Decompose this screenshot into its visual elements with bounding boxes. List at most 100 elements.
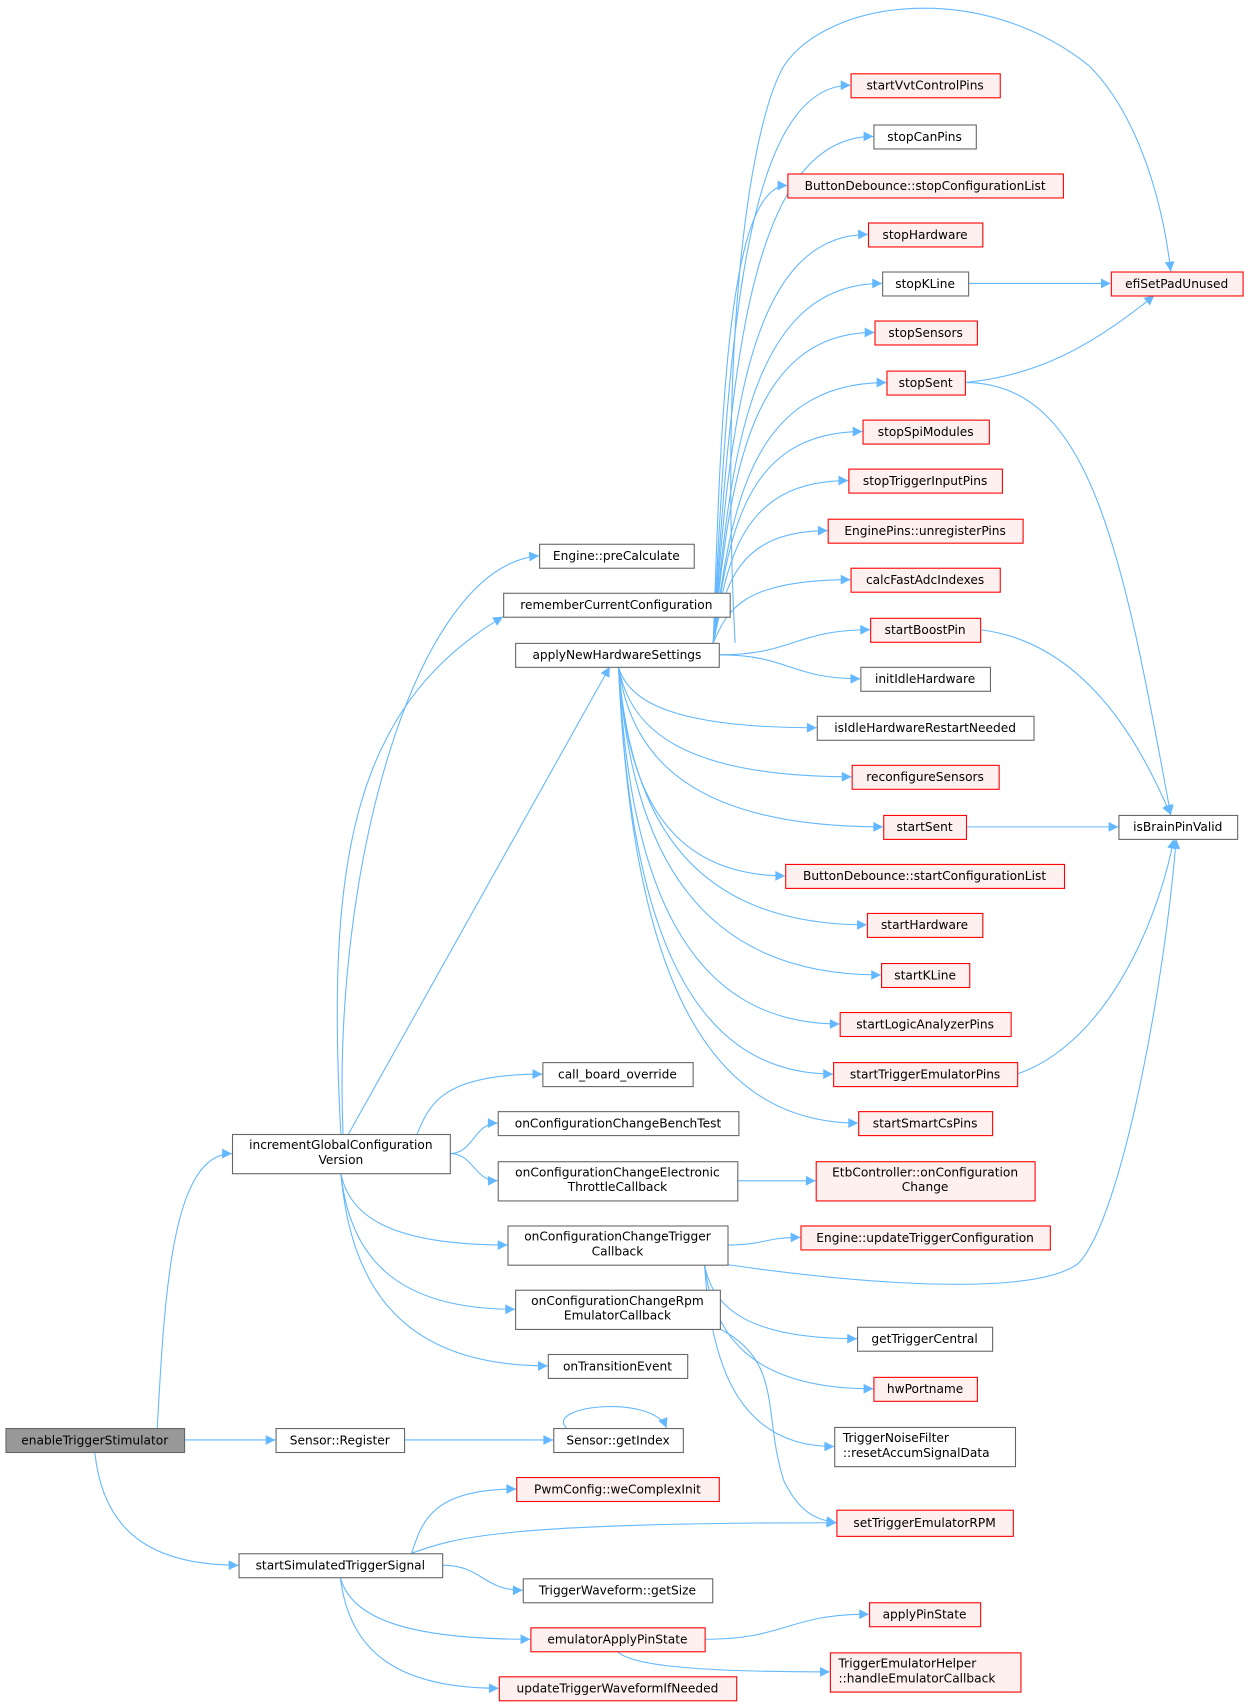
node-box: [860, 666, 991, 692]
node-engine-update-trigger-configuration[interactable]: Engine::updateTriggerConfiguration: [800, 1225, 1051, 1251]
node-enable-trigger-stimulator[interactable]: enableTriggerStimulator: [5, 1427, 186, 1454]
node-start-hardware[interactable]: startHardware: [866, 912, 984, 938]
node-apply-new-hardware-settings[interactable]: applyNewHardwareSettings: [515, 642, 720, 668]
node-label: EmulatorCallback: [564, 1309, 672, 1323]
node-start-vvt-control-pins[interactable]: startVvtControlPins: [850, 73, 1001, 99]
edge-startBoost-to-isBrain: [980, 629, 1172, 816]
node-start-sent[interactable]: startSent: [883, 814, 968, 840]
node-hw-portname[interactable]: hwPortname: [873, 1376, 978, 1402]
node-box: [516, 1477, 720, 1503]
node-efi-set-pad-unused[interactable]: efiSetPadUnused: [1110, 271, 1244, 297]
node-calc-fast-adc-indexes[interactable]: calcFastAdcIndexes: [850, 567, 1001, 593]
edge-applyNew-to-stopSensors: [712, 327, 875, 643]
node-start-simulated-trigger-signal[interactable]: startSimulatedTriggerSignal: [238, 1553, 444, 1579]
node-on-configuration-change-electronic-throttle-callback[interactable]: onConfigurationChangeElectronicThrottleC…: [497, 1161, 739, 1202]
node-trigger-noise-filter-reset-accum-signal-data[interactable]: TriggerNoiseFilter::resetAccumSignalData: [834, 1426, 1017, 1468]
node-stop-spi-modules[interactable]: stopSpiModules: [862, 419, 990, 445]
node-sensor-register[interactable]: Sensor::Register: [275, 1427, 406, 1454]
node-label: startVvtControlPins: [866, 79, 983, 93]
node-stop-hardware[interactable]: stopHardware: [867, 222, 984, 248]
node-start-logic-analyzer-pins[interactable]: startLogicAnalyzerPins: [839, 1011, 1012, 1038]
edge-increment-to-etc: [449, 1153, 498, 1186]
node-stop-kline[interactable]: stopKLine: [882, 271, 970, 297]
node-on-transition-event[interactable]: onTransitionEvent: [547, 1353, 689, 1379]
edge-increment-to-bench: [449, 1118, 498, 1155]
edge-trig-to-updTrigCfg: [727, 1232, 801, 1246]
node-start-boost-pin[interactable]: startBoostPin: [870, 617, 982, 643]
edge-startSim-to-updWave: [339, 1577, 499, 1694]
node-update-trigger-waveform-if-needed[interactable]: updateTriggerWaveformIfNeeded: [498, 1676, 738, 1702]
node-box: [787, 173, 1064, 199]
node-get-trigger-central[interactable]: getTriggerCentral: [857, 1326, 994, 1352]
node-stop-sensors[interactable]: stopSensors: [874, 320, 978, 346]
node-label: onConfigurationChangeRpm: [531, 1294, 704, 1308]
node-engine-pre-calculate[interactable]: Engine::preCalculate: [539, 543, 695, 569]
node-emulator-apply-pin-state[interactable]: emulatorApplyPinState: [530, 1627, 706, 1653]
node-box: [873, 124, 977, 150]
edge-increment-to-rpm: [340, 1173, 516, 1315]
node-etb-controller-on-configuration-change[interactable]: EtbController::onConfigurationChange: [815, 1161, 1036, 1202]
node-label: ThrottleCallback: [567, 1180, 668, 1194]
node-start-smart-cs-pins[interactable]: startSmartCsPins: [858, 1111, 994, 1137]
node-box: [515, 642, 720, 668]
node-box: [800, 1225, 1051, 1251]
node-set-trigger-emulator-rpm[interactable]: setTriggerEmulatorRPM: [836, 1509, 1014, 1537]
node-label: isBrainPinValid: [1133, 820, 1222, 834]
node-start-kline[interactable]: startKLine: [881, 962, 971, 989]
edge-emuApply-to-handleEmu: [617, 1650, 830, 1677]
node-label: Version: [318, 1153, 363, 1167]
edge-enable-to-startSim: [94, 1451, 239, 1571]
node-label: stopTriggerInputPins: [863, 474, 987, 488]
node-box: [886, 370, 966, 396]
node-stop-can-pins[interactable]: stopCanPins: [873, 124, 977, 150]
edge-increment-to-callBoard: [416, 1069, 543, 1135]
node-box: [858, 1111, 994, 1137]
node-is-brain-pin-valid[interactable]: isBrainPinValid: [1118, 814, 1239, 840]
node-on-configuration-change-bench-test[interactable]: onConfigurationChangeBenchTest: [497, 1111, 740, 1137]
node-engine-pins-unregister-pins[interactable]: EnginePins::unregisterPins: [827, 518, 1024, 544]
node-label: PwmConfig::weComplexInit: [534, 1482, 701, 1496]
edge-applyNew-to-startSmart: [618, 666, 859, 1128]
node-sensor-get-index[interactable]: Sensor::getIndex: [553, 1427, 684, 1454]
node-remember-current-configuration[interactable]: rememberCurrentConfiguration: [503, 592, 731, 618]
node-button-debounce-stop-configuration-list[interactable]: ButtonDebounce::stopConfigurationList: [787, 173, 1064, 199]
node-box: [1118, 814, 1239, 840]
node-label: startHardware: [881, 918, 968, 932]
node-reconfigure-sensors[interactable]: reconfigureSensors: [851, 764, 1000, 790]
node-label: ::resetAccumSignalData: [843, 1446, 990, 1460]
node-stop-trigger-input-pins[interactable]: stopTriggerInputPins: [848, 468, 1003, 494]
edge-trig-to-getTrigCentral: [704, 1264, 858, 1344]
node-trigger-emulator-helper-handle-emulator-callback[interactable]: TriggerEmulatorHelper::handleEmulatorCal…: [829, 1652, 1022, 1693]
edge-increment-to-transition: [340, 1173, 548, 1371]
node-box: [833, 1062, 1019, 1088]
node-button-debounce-start-configuration-list[interactable]: ButtonDebounce::startConfigurationList: [785, 863, 1066, 889]
edge-stopSent-to-isBrain: [964, 382, 1174, 815]
node-stop-sent[interactable]: stopSent: [886, 370, 966, 396]
node-box: [553, 1427, 684, 1454]
node-box: [231, 1133, 451, 1175]
node-label: stopSensors: [888, 326, 962, 340]
node-box: [5, 1427, 186, 1454]
node-label: stopSpiModules: [878, 425, 974, 439]
edge-trig-to-isBrain: [727, 838, 1181, 1285]
node-trigger-waveform-get-size[interactable]: TriggerWaveform::getSize: [522, 1578, 714, 1604]
node-box: [827, 518, 1024, 544]
node-label: reconfigureSensors: [866, 770, 984, 784]
node-init-idle-hardware[interactable]: initIdleHardware: [860, 666, 991, 692]
node-label: startSimulatedTriggerSignal: [256, 1559, 425, 1573]
node-label: EnginePins::unregisterPins: [844, 524, 1006, 538]
node-pwm-config-we-complex-init[interactable]: PwmConfig::weComplexInit: [516, 1477, 720, 1503]
edge-applyNew-to-startLogic: [618, 666, 840, 1029]
node-box: [275, 1427, 406, 1454]
edge-applyNew-to-bdStop: [712, 180, 788, 643]
node-start-trigger-emulator-pins[interactable]: startTriggerEmulatorPins: [833, 1062, 1019, 1088]
node-is-idle-hardware-restart-needed[interactable]: isIdleHardwareRestartNeeded: [816, 715, 1035, 741]
node-call-board-override[interactable]: call_board_override: [542, 1062, 694, 1088]
node-label: TriggerNoiseFilter: [842, 1431, 950, 1445]
node-apply-pin-state[interactable]: applyPinState: [869, 1602, 982, 1628]
edge-applyNew-to-startKLine: [618, 666, 882, 980]
edge-startSim-to-getSize: [442, 1564, 523, 1596]
